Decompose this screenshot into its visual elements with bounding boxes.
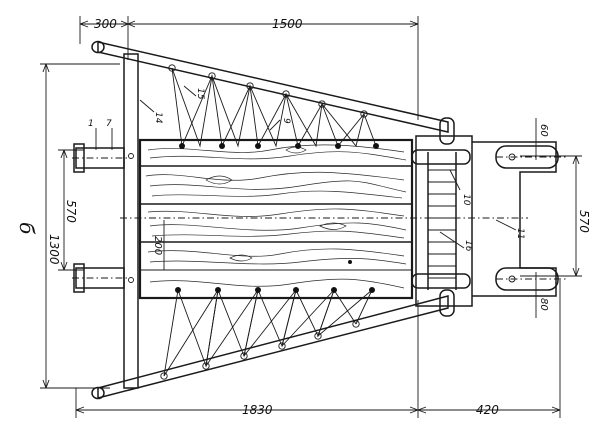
part-label-7: 7: [106, 119, 112, 129]
dim-top-main: 1500: [272, 17, 303, 31]
bolt-lower: [128, 277, 134, 283]
upper-pole: [91, 40, 455, 145]
dim-left-outer: 1300: [47, 234, 61, 265]
bolt-upper: [128, 153, 134, 159]
rear-frame: [411, 135, 473, 307]
arrows-bottom: [75, 406, 561, 414]
view-label: б: [15, 222, 39, 235]
dimension-lines: [40, 16, 582, 418]
part-label-14: 14: [153, 112, 163, 124]
wooden-platform: [120, 138, 528, 300]
part-label-9: 9: [281, 118, 291, 124]
part-label-15: 15: [195, 88, 205, 100]
front-crossbar: [123, 53, 139, 389]
dim-top-left: 300: [94, 17, 117, 31]
lower-pole: [91, 289, 455, 400]
knot-dot: [348, 260, 352, 264]
left-pins: [72, 143, 130, 293]
leader-lines: [95, 85, 517, 249]
dim-left-inner: 570: [64, 200, 78, 223]
upper-lacing: [168, 64, 379, 149]
dim-bottom-right: 420: [476, 403, 499, 417]
arrows-right: [572, 155, 580, 277]
dim-right-top: 60: [538, 124, 549, 137]
dimension-labels: 300 1500 1830 420 1300 570 200 570 60 80…: [15, 17, 591, 417]
lower-lacing: [160, 287, 375, 380]
part-label-1: 1: [88, 119, 94, 129]
part-label-16: 16: [463, 240, 473, 252]
dim-right-inner: 570: [577, 210, 591, 233]
part-numbers: 1 7 14 15 9 10 16 11: [88, 88, 525, 252]
dim-right-bottom: 80: [538, 298, 549, 311]
arrows-top: [79, 20, 419, 28]
part-label-10: 10: [461, 194, 471, 206]
dim-inner-offset: 200: [152, 236, 163, 255]
arrows-left: [42, 63, 68, 389]
part-label-11: 11: [515, 228, 525, 239]
dim-bottom-main: 1830: [242, 403, 273, 417]
tow-bracket: [472, 141, 566, 297]
